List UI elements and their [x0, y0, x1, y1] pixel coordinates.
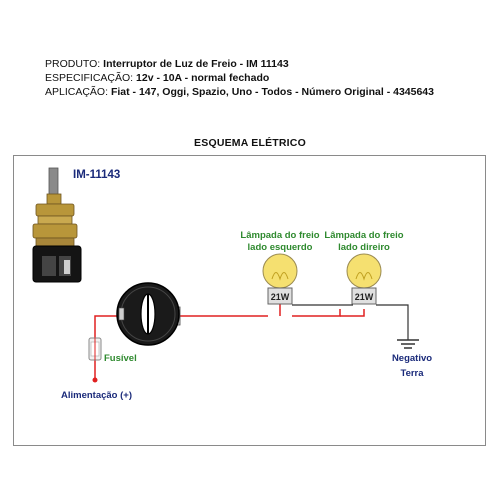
lamp-right-rating: 21W [355, 292, 374, 302]
spec-aplicacao-value: Fiat - 147, Oggi, Spazio, Uno - Todos - … [110, 86, 434, 98]
spec-aplicacao-label: APLICAÇÃO: [45, 86, 109, 98]
lamp-right-icon [346, 253, 382, 305]
fuse-label: Fusível [104, 353, 137, 364]
lamp-right-line2: lado direiro [338, 242, 390, 253]
lamp-right-feed-wire [340, 309, 365, 317]
spec-aplicacao: APLICAÇÃO: Fiat - 147, Oggi, Spazio, Uno… [45, 86, 434, 99]
lamp-left-icon [262, 253, 298, 305]
diagram-frame [13, 155, 486, 446]
switch-connector-icon [116, 282, 181, 346]
spec-especificacao: ESPECIFICAÇÃO: 12v - 10A - normal fechad… [45, 72, 269, 85]
spec-especificacao-label: ESPECIFICAÇÃO: [45, 72, 134, 84]
spec-produto: PRODUTO: Interruptor de Luz de Freio - I… [45, 58, 289, 71]
ground-line2: Terra [400, 368, 424, 379]
fuse-icon [88, 337, 102, 361]
lamp-right-line1: Lâmpada do freio [324, 230, 404, 241]
part-code-label: IM-11143 [73, 169, 121, 181]
lamp-left-label: Lâmpada do freio lado esquerdo [225, 230, 335, 254]
spec-produto-label: PRODUTO: [45, 58, 101, 70]
diagram-title: ESQUEMA ELÉTRICO [194, 137, 306, 149]
ground-line1: Negativo [391, 353, 433, 364]
supply-label: Alimentação (+) [61, 390, 133, 401]
lamp-left-line2: lado esquerdo [247, 242, 313, 253]
ground-return-wire [376, 304, 409, 340]
brake-switch-icon [32, 167, 82, 283]
supply-terminal-dot [92, 377, 98, 383]
ground-symbol-icon [397, 339, 419, 349]
lamp-bus-wire [292, 309, 341, 317]
lamp-right-label: Lâmpada do freio lado direiro [309, 230, 419, 254]
spec-especificacao-value: 12v - 10A - normal fechado [136, 72, 270, 84]
ground-label: Negativo Terra [380, 353, 444, 380]
lamp-left-rating: 21W [271, 292, 290, 302]
spec-produto-value: Interruptor de Luz de Freio - IM 11143 [103, 58, 289, 70]
lamp-left-line1: Lâmpada do freio [240, 230, 320, 241]
